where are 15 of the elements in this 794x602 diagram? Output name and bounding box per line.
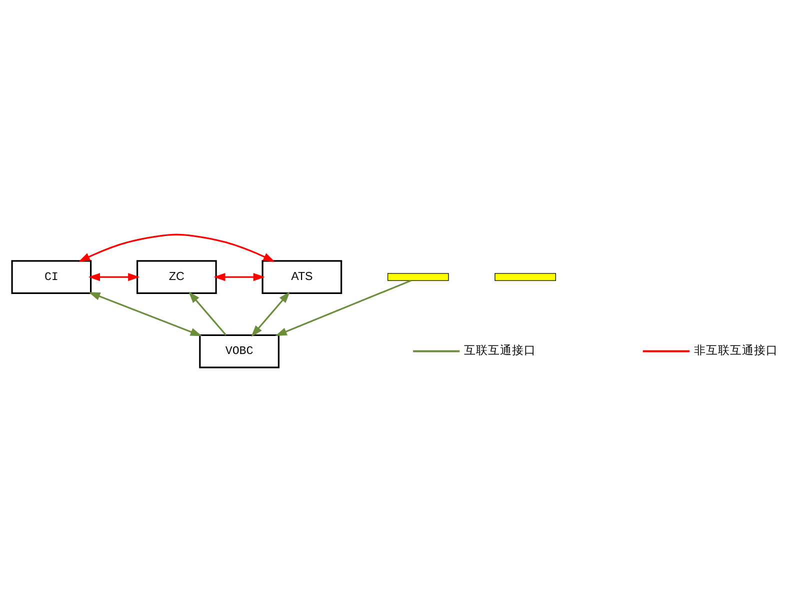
arrow — [88, 272, 140, 282]
arrow — [188, 291, 226, 336]
node-bar — [494, 273, 556, 281]
node-box: ZC — [136, 260, 217, 294]
node-bar — [387, 273, 449, 281]
legend-label: 非互联互通接口 — [694, 343, 778, 358]
arrow — [78, 234, 275, 262]
arrow — [275, 280, 412, 336]
node-box: VOBC — [199, 334, 280, 368]
arrow — [251, 291, 290, 337]
arrow — [214, 272, 265, 282]
node-box: CI — [11, 260, 92, 294]
legend-label: 互联互通接口 — [464, 343, 536, 358]
arrow — [88, 292, 202, 336]
node-box: ATS — [262, 260, 342, 294]
